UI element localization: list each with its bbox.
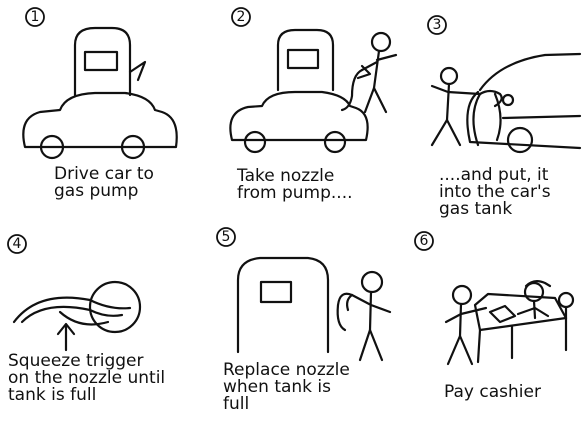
panel-1: 1	[23, 8, 176, 158]
panel-6: 6	[415, 232, 573, 364]
counter-table-drawing	[475, 294, 566, 362]
step-number-4: 4	[13, 236, 22, 252]
stick-person-fueling	[432, 68, 513, 145]
onlooker-head	[559, 293, 573, 318]
step-number-badge-3: 3	[428, 16, 446, 34]
step-6-caption-line-1: Pay cashier	[444, 384, 541, 401]
step-4-caption: Squeeze trigger on the nozzle until tank…	[8, 353, 165, 404]
gas-pump-drawing-1	[75, 28, 145, 95]
step-5-caption: Replace nozzle when tank is full	[223, 362, 350, 413]
step-3-caption: ....and put, it into the car's gas tank	[439, 167, 551, 218]
step-number-3: 3	[433, 17, 442, 33]
step-3-caption-line-3: gas tank	[439, 201, 551, 218]
step-6-caption: Pay cashier	[444, 384, 541, 401]
gas-pump-drawing-2	[278, 30, 333, 90]
car-drawing-1	[23, 93, 176, 158]
panel-5: 5	[217, 228, 390, 360]
step-2-caption-line-2: from pump....	[237, 185, 353, 202]
stick-person-with-nozzle	[342, 33, 396, 112]
panel-4: 4	[8, 235, 140, 350]
step-number-badge-1: 1	[26, 8, 44, 26]
step-5-caption-line-3: full	[223, 396, 350, 413]
step-4-caption-line-3: tank is full	[8, 387, 165, 404]
step-number-badge-2: 2	[232, 8, 250, 26]
panel-3: 3	[428, 16, 580, 152]
stick-person-returning-nozzle	[338, 272, 390, 360]
step-number-6: 6	[420, 233, 429, 249]
stick-person-cashier	[518, 281, 550, 318]
step-number-2: 2	[237, 9, 246, 25]
gas-pump-drawing-5	[238, 258, 328, 352]
step-1-caption: Drive car to gas pump	[54, 166, 154, 200]
panel-2: 2	[230, 8, 396, 152]
step-number-badge-6: 6	[415, 232, 433, 250]
car-drawing-2	[230, 92, 367, 152]
step-number-1: 1	[31, 9, 40, 25]
trigger-arrow	[58, 324, 74, 350]
step-number-badge-4: 4	[8, 235, 26, 253]
step-2-caption: Take nozzle from pump....	[237, 168, 353, 202]
nozzle-closeup-drawing	[14, 282, 140, 332]
step-number-5: 5	[222, 229, 231, 245]
car-rear-drawing-3	[467, 54, 580, 152]
step-1-caption-line-2: gas pump	[54, 183, 154, 200]
step-number-badge-5: 5	[217, 228, 235, 246]
